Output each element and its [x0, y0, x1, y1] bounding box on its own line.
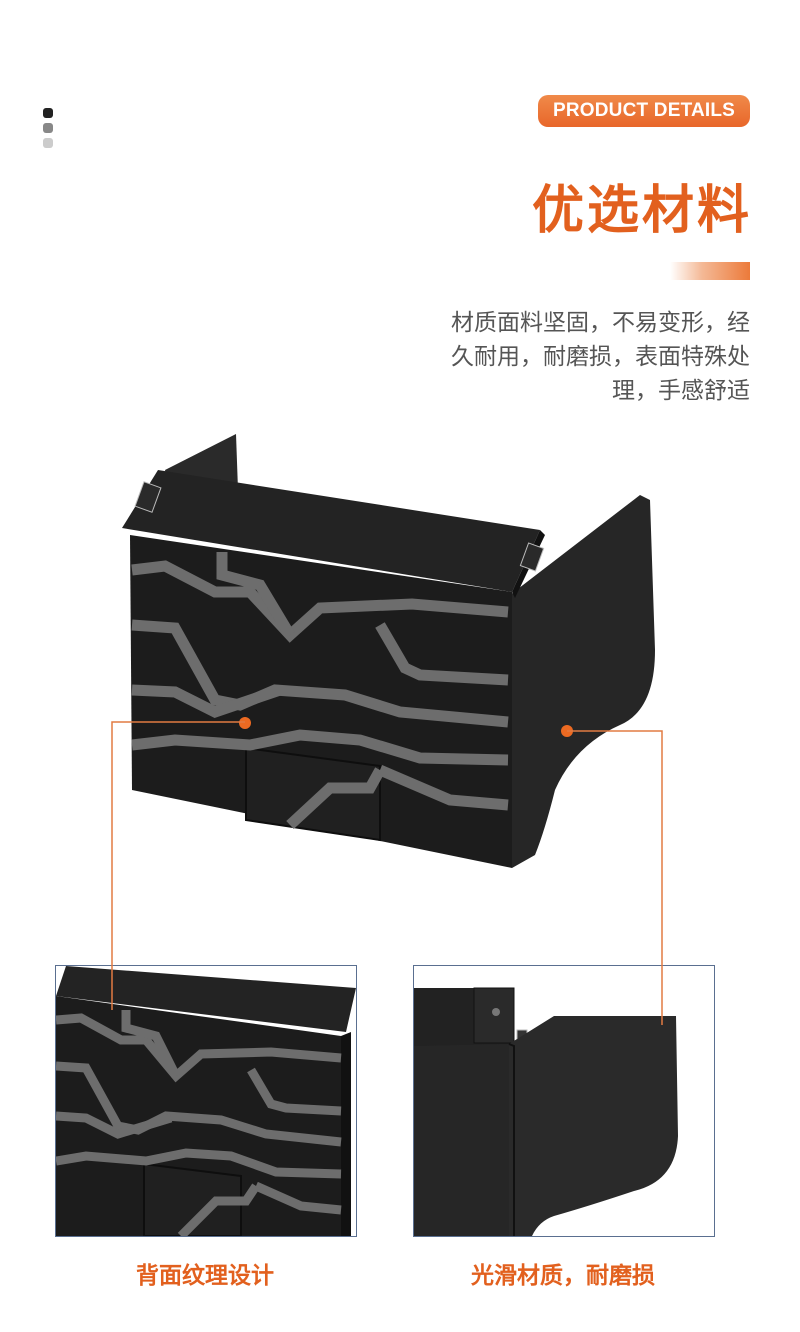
detail-panel-side	[413, 965, 715, 1237]
product-image	[122, 434, 655, 868]
description-text: 材质面料坚固，不易变形，经 久耐用，耐磨损，表面特殊处 理，手感舒适	[390, 306, 750, 408]
product-details-badge: PRODUCT DETAILS	[538, 95, 750, 127]
smooth-material-image	[414, 987, 678, 1236]
description-line: 材质面料坚固，不易变形，经	[451, 310, 750, 336]
section-title: 优选材料	[531, 181, 752, 241]
description-line: 久耐用，耐磨损，表面特殊处	[451, 344, 750, 370]
pager-dots	[43, 108, 53, 153]
title-accent-bar	[670, 262, 750, 280]
detail-panel-back	[55, 965, 357, 1237]
description-line: 理，手感舒适	[612, 378, 750, 404]
marker-dot-icon	[239, 717, 251, 729]
back-texture-image	[56, 966, 356, 1236]
pager-dot-active-icon	[43, 108, 53, 118]
caption-back-texture: 背面纹理设计	[136, 1263, 274, 1289]
caption-smooth-material: 光滑材质，耐磨损	[471, 1263, 655, 1289]
pager-dot-icon	[43, 138, 53, 148]
pager-dot-icon	[43, 123, 53, 133]
